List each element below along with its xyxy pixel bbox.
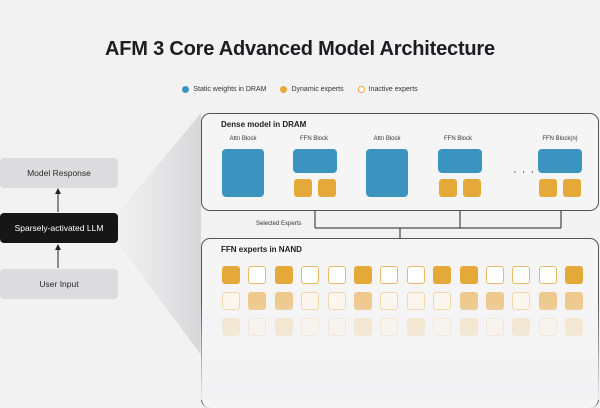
expert-cell bbox=[222, 266, 240, 284]
dynamic-dot-icon bbox=[280, 86, 288, 93]
legend-static-label: Static weights in DRAM bbox=[193, 86, 267, 93]
expert-cell bbox=[406, 266, 425, 284]
zoom-projection bbox=[118, 113, 201, 355]
ffn-block-2 bbox=[438, 149, 482, 173]
ffn-block-n bbox=[538, 149, 582, 173]
expert-ffn1-b bbox=[318, 179, 336, 197]
expert-cell bbox=[565, 266, 584, 284]
legend-static: Static weights in DRAM bbox=[182, 86, 266, 93]
inactive-dot-icon bbox=[357, 86, 365, 93]
expert-cell bbox=[380, 266, 399, 284]
expert-cell bbox=[354, 266, 372, 284]
block-label-ffn-1: FFN Block bbox=[299, 136, 328, 142]
nand-panel-label: FFN experts in NAND bbox=[221, 245, 302, 254]
legend-inactive: Inactive experts bbox=[357, 86, 418, 93]
legend: Static weights in DRAM Dynamic experts I… bbox=[0, 86, 600, 93]
legend-inactive-label: Inactive experts bbox=[368, 86, 418, 93]
static-dot-icon bbox=[182, 86, 190, 93]
legend-dynamic: Dynamic experts bbox=[280, 86, 344, 93]
attn-block-2 bbox=[366, 149, 408, 197]
legend-dynamic-label: Dynamic experts bbox=[291, 86, 344, 93]
expert-cell bbox=[433, 266, 452, 284]
expert-cell bbox=[274, 266, 293, 284]
ffn-block-1 bbox=[293, 149, 337, 173]
block-label-ffn-2: FFN Block bbox=[443, 136, 472, 142]
expert-ffn2-b bbox=[463, 179, 481, 197]
sparse-llm-box: Sparsely-activated LLM bbox=[0, 213, 118, 243]
block-label-attn-2: Attn Block bbox=[373, 136, 401, 142]
expert-cell bbox=[459, 266, 478, 284]
expert-ffn2-a bbox=[439, 179, 457, 197]
page-title: AFM 3 Core Advanced Model Architecture bbox=[105, 38, 495, 60]
user-input-box: User Input bbox=[0, 269, 118, 299]
block-label-attn-1: Attn Block bbox=[229, 136, 257, 142]
expert-ffnn-b bbox=[563, 179, 581, 197]
expert-ffn1-a bbox=[294, 179, 312, 197]
selected-experts-label: Selected Experts bbox=[256, 221, 302, 227]
expert-ffnn-a bbox=[539, 179, 557, 197]
block-ellipsis: · · · bbox=[513, 166, 536, 178]
expert-cell bbox=[327, 266, 346, 284]
block-label-ffn-n: FFN Block(n) bbox=[542, 136, 578, 142]
model-response-box: Model Response bbox=[0, 158, 118, 188]
expert-cell bbox=[512, 266, 531, 284]
attn-block-1 bbox=[222, 149, 264, 197]
dense-panel-label: Dense model in DRAM bbox=[221, 120, 307, 129]
expert-cell bbox=[538, 266, 557, 284]
expert-cell bbox=[248, 266, 267, 284]
bottom-fade bbox=[200, 300, 600, 400]
expert-cell bbox=[301, 266, 320, 284]
expert-cell bbox=[486, 266, 504, 284]
